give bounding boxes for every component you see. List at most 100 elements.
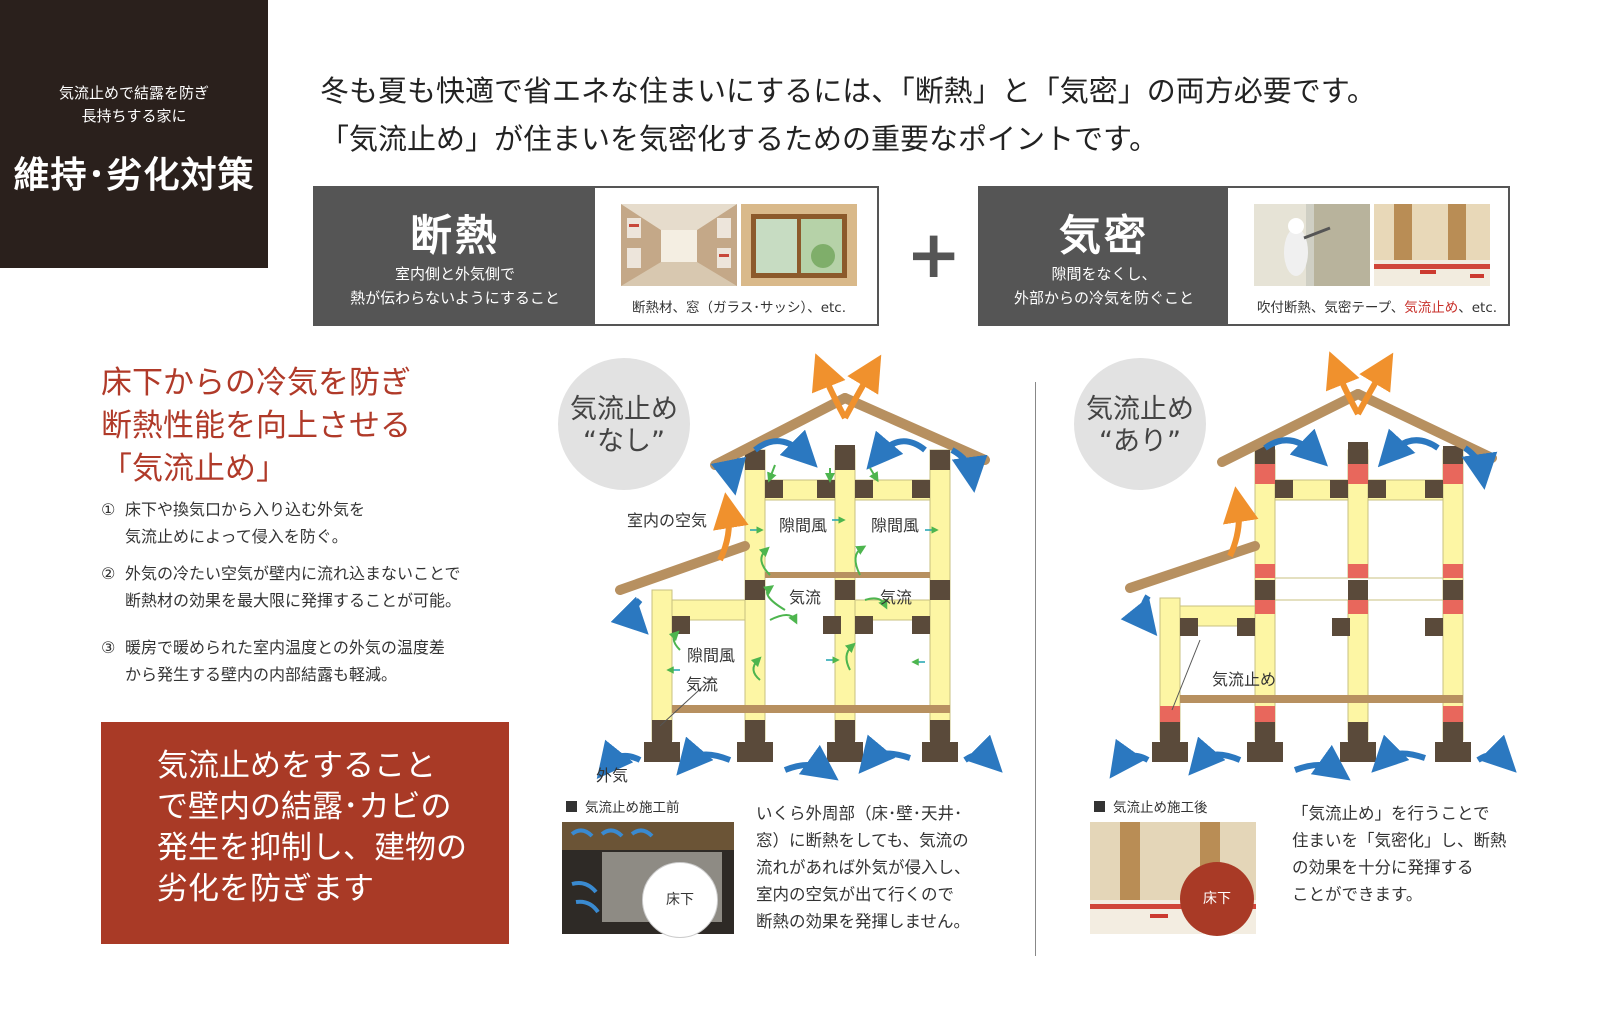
summary-line4: 劣化を防ぎます [157, 871, 374, 907]
benefit-text-line2: から発生する壁内の内部結露も軽減。 [125, 665, 398, 684]
badge-line2: “あり” [1099, 426, 1181, 457]
with-airstop-explanation: 「気流止め」を行うことで 住まいを「気密化」し、断熱 の効果を十分に発揮する こ… [1292, 800, 1507, 908]
explanation-line3: 流れがあれば外気が侵入し、 [756, 858, 971, 877]
floor-beams [672, 572, 950, 713]
label-airflow-3: 気流 [686, 675, 719, 694]
summary-text: 気流止めをすること で壁内の結露･カビの 発生を抑制し、建物の 劣化を防ぎます [157, 746, 467, 910]
benefit-number: ③ [101, 638, 116, 657]
before-photo-caption: 気流止め施工前 [566, 796, 680, 816]
house-diagram-with-airstop [1109, 351, 1517, 781]
benefit-text-line1: 外気の冷たい空気が壁内に流れ込まないことで [125, 564, 461, 583]
label-airflow-1: 気流 [789, 588, 822, 607]
airtight-caption-a: 吹付断熱、気密テープ、 [1256, 300, 1405, 316]
badge-line1: 気流止め [1086, 394, 1194, 425]
insulation-title-panel: 断熱 室内側と外気側で 熱が伝わらないようにすること [315, 188, 595, 324]
benefit-text-line2: 気流止めによって侵入を防ぐ。 [125, 527, 348, 546]
insulation-desc-line1: 室内側と外気側で [394, 265, 515, 283]
airtight-title-panel: 気密 隙間をなくし、 外部からの冷気を防ぐこと [980, 188, 1228, 324]
benefit-text-line2: 断熱材の効果を最大限に発揮することが可能。 [125, 591, 462, 610]
indoor-air-arrows [1222, 351, 1394, 558]
square-bullet-icon [566, 801, 577, 812]
section-divider [1035, 382, 1036, 956]
floor-beams [1180, 695, 1463, 703]
airflow-arrows [668, 464, 888, 681]
airtight-box: 気密 隙間をなくし、 外部からの冷気を防ぐこと 吹付断熱、気密テープ、気流止め、… [978, 186, 1510, 326]
benefit-item-1: ① 床下や換気口から入り込む外気を 気流止めによって侵入を防ぐ。 [101, 496, 365, 550]
explanation-line4: ことができます。 [1292, 885, 1423, 904]
underfloor-tag-before: 床下 [642, 862, 718, 938]
benefit-number: ② [101, 564, 116, 583]
explanation-line2: 窓）に断熱をしても、気流の [756, 831, 969, 850]
insulation-corridor-photo [621, 204, 737, 286]
badge-line1: 気流止め [570, 394, 678, 425]
insulation-box: 断熱 室内側と外気側で 熱が伝わらないようにすること 断熱材、窓（ガラス･サッシ… [313, 186, 879, 326]
frame-posts [644, 445, 958, 762]
house-diagram-without-airstop [596, 353, 1003, 781]
airflow-leader-line [659, 679, 711, 727]
without-airstop-explanation: いくら外周部（床･壁･天井･ 窓）に断熱をしても、気流の 流れがあれば外気が侵入… [756, 800, 971, 935]
draft-arrows [666, 516, 939, 674]
airtight-caption-b: 、etc. [1458, 300, 1498, 316]
summary-line2: で壁内の結露･カビの [157, 789, 452, 825]
badge-sub-line2: 長持ちする家に [81, 107, 187, 125]
feature-heading-line1: 床下からの冷気を防ぎ [101, 365, 411, 401]
before-caption-text: 気流止め施工前 [585, 800, 680, 816]
headline-line1: 冬も夏も快適で省エネな住まいにするには、「断熱」と「気密」の両方必要です。 [320, 74, 1376, 108]
airtight-description: 隙間をなくし、 外部からの冷気を防ぐこと [980, 262, 1228, 310]
airtight-title: 気密 [1058, 211, 1149, 260]
label-gap-wind-2: 隙間風 [871, 516, 920, 535]
insulation-caption: 断熱材、窓（ガラス･サッシ）、etc. [631, 300, 847, 316]
benefit-number: ① [101, 500, 116, 519]
explanation-line4: 室内の空気が出て行くので [756, 885, 954, 904]
badge-sub-line1: 気流止めで結露を防ぎ [58, 84, 209, 102]
benefit-text-line1: 床下や換気口から入り込む外気を [125, 500, 366, 519]
explanation-line5: 断熱の効果を発揮しません。 [756, 912, 971, 931]
airtight-desc-line2: 外部からの冷気を防ぐこと [1013, 289, 1194, 307]
explanation-line1: 「気流止め」を行うことで [1292, 804, 1490, 823]
headline-line2: 「気流止め」が住まいを気密化するための重要なポイントです。 [320, 122, 1159, 156]
feature-heading-line2: 断熱性能を向上させる [101, 408, 411, 444]
with-airstop-badge: 気流止め “あり” [1074, 358, 1206, 490]
insulation-description: 室内側と外気側で 熱が伝わらないようにすること [315, 262, 595, 310]
explanation-line3: の効果を十分に発揮する [1292, 858, 1474, 877]
insulation-title: 断熱 [409, 211, 500, 260]
badge-line2: “なし” [583, 426, 665, 457]
badge-title: 維持･劣化対策 [13, 155, 255, 196]
airtight-caption: 吹付断熱、気密テープ、気流止め、etc. [1244, 296, 1510, 316]
window-photo [741, 204, 857, 286]
label-gap-wind-3: 隙間風 [687, 646, 736, 665]
label-gap-wind-1: 隙間風 [779, 516, 828, 535]
after-caption-text: 気流止め施工後 [1113, 800, 1208, 816]
airtight-desc-line1: 隙間をなくし、 [1051, 265, 1157, 283]
label-indoor-air: 室内の空気 [627, 511, 708, 530]
outside-air-arrows [1109, 428, 1517, 781]
explanation-line1: いくら外周部（床･壁･天井･ [756, 804, 963, 823]
benefit-item-3: ③ 暖房で暖められた室内温度との外気の温度差 から発生する壁内の内部結露も軽減。 [101, 634, 445, 688]
spray-insulation-photo [1254, 204, 1370, 286]
summary-line1: 気流止めをすること [157, 748, 436, 784]
label-outside-air: 外気 [596, 766, 629, 785]
indoor-air-arrows [713, 353, 882, 562]
without-airstop-badge: 気流止め “なし” [558, 358, 690, 490]
airstop-red-blocks [1160, 462, 1463, 722]
airstop-leader-line [1171, 639, 1201, 711]
underfloor-tag-after: 床下 [1180, 862, 1254, 936]
benefit-text-line1: 暖房で暖められた室内温度との外気の温度差 [125, 638, 445, 657]
insulation-desc-line2: 熱が伝わらないようにすること [350, 289, 560, 307]
explanation-line2: 住まいを「気密化」し、断熱 [1292, 831, 1507, 850]
square-bullet-icon [1094, 801, 1105, 812]
feature-heading-line3: 「気流止め」 [101, 451, 287, 487]
label-airstop: 気流止め [1212, 670, 1277, 689]
label-airflow-2: 気流 [880, 588, 913, 607]
after-photo-caption: 気流止め施工後 [1094, 796, 1208, 816]
summary-box: 気流止めをすること で壁内の結露･カビの 発生を抑制し、建物の 劣化を防ぎます [101, 722, 509, 944]
plus-sign: + [906, 216, 962, 293]
benefit-item-2: ② 外気の冷たい空気が壁内に流れ込まないことで 断熱材の効果を最大限に発揮すること… [101, 560, 461, 614]
summary-line3: 発生を抑制し、建物の [157, 830, 467, 866]
airtight-tape-photo [1374, 204, 1490, 286]
badge-subtitle: 気流止めで結露を防ぎ 長持ちする家に [0, 82, 268, 128]
airtight-caption-highlight: 気流止め [1404, 300, 1459, 316]
feature-heading: 床下からの冷気を防ぎ 断熱性能を向上させる 「気流止め」 [101, 362, 411, 491]
outside-air-arrows [596, 429, 1003, 781]
section-badge: 気流止めで結露を防ぎ 長持ちする家に 維持･劣化対策 [0, 0, 268, 268]
